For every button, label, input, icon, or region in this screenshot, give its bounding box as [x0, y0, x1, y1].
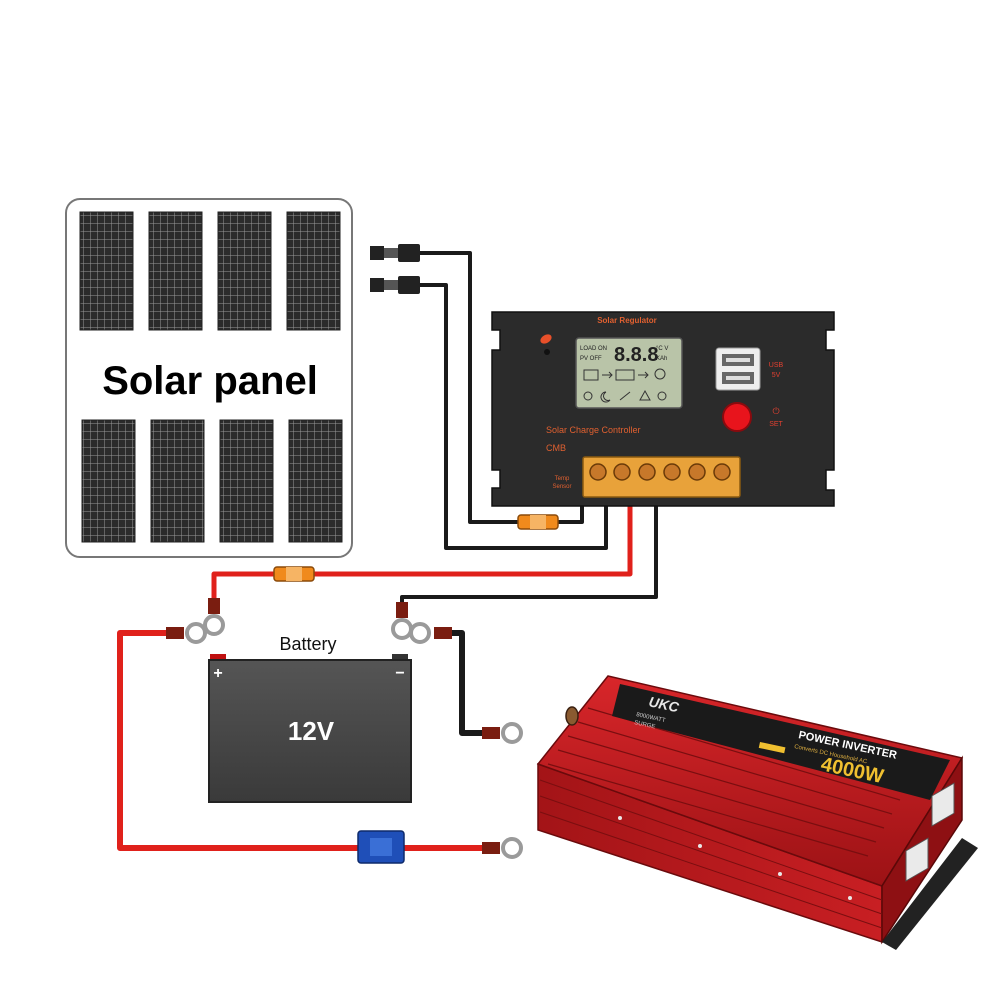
- set-button[interactable]: [722, 402, 752, 432]
- temp-sensor-label-2: Sensor: [552, 484, 571, 490]
- battery-voltage: 12V: [288, 716, 335, 746]
- ring-terminals: [166, 598, 523, 859]
- battery-label: Battery: [279, 634, 336, 654]
- ring-terminal: [482, 722, 523, 744]
- lcd-warning-icon: [639, 389, 651, 401]
- lcd-moon-icon: [600, 391, 611, 403]
- controller-cmb-label: CMB: [546, 443, 566, 453]
- usb-label-2: 5V: [772, 372, 781, 379]
- inline-fuse-pv: [517, 514, 559, 530]
- lcd-bulb-icon: [654, 368, 666, 380]
- pv-wire-2: [418, 283, 608, 550]
- wires: [117, 251, 658, 851]
- battery-negative-post: [392, 654, 408, 662]
- inverter-brand: UKC: [647, 693, 681, 715]
- inverter-watt-line-2: SURGE: [634, 720, 656, 730]
- ring-terminal: [391, 602, 413, 640]
- inverter-outlets: [905, 782, 955, 882]
- fuse-holder-blue: [357, 830, 405, 864]
- solar-panel-frame: [65, 198, 353, 558]
- lcd-wrench-icon: [619, 391, 631, 401]
- battery-positive-post: [210, 654, 226, 662]
- solar-cells-top: [79, 211, 341, 331]
- solar-panel-label: Solar panel: [102, 359, 318, 403]
- ring-terminal: [409, 622, 452, 644]
- mc4-connectors: [370, 244, 420, 294]
- battery-plus-sign: +: [213, 665, 222, 682]
- ring-terminal: [166, 622, 207, 644]
- usb-label-1: USB: [769, 362, 784, 369]
- controller-name: Solar Charge Controller: [546, 425, 641, 435]
- lcd-left-text-2: PV OFF: [580, 356, 602, 362]
- set-label: SET: [769, 421, 783, 428]
- lcd-battery-icon: [615, 369, 635, 381]
- battery-positive-wire-cont: [211, 571, 279, 609]
- lcd-flow-icons: [583, 368, 667, 403]
- solar-cells-bottom: [81, 419, 343, 543]
- solar-panel: Solar panel: [65, 198, 353, 558]
- inverter-knob: [565, 706, 579, 726]
- lcd-sun-icon: [583, 391, 593, 401]
- mc4-connector: [370, 276, 420, 294]
- lcd-arrow-icon: [602, 371, 613, 379]
- battery-positive-wire: [309, 487, 633, 577]
- battery: Battery + − 12V: [208, 634, 412, 803]
- inline-fuse-battery: [273, 566, 315, 582]
- terminal-screw: [713, 463, 731, 481]
- terminal-screws: [589, 463, 731, 481]
- lcd-timer-icon: [657, 391, 667, 401]
- lcd-right-text-2: KAh: [656, 356, 667, 362]
- sensor-hole: [544, 349, 550, 355]
- ac-outlet: [905, 837, 929, 882]
- battery-minus-sign: −: [395, 665, 404, 682]
- terminal-screw: [638, 463, 656, 481]
- ring-terminal: [482, 837, 523, 859]
- inverter-side-fins: [539, 779, 883, 929]
- lcd-digits: 8.8.8: [614, 344, 658, 366]
- status-led: [540, 334, 552, 344]
- inverter-label-panel: [612, 684, 950, 800]
- lcd-arrow-icon: [638, 371, 649, 379]
- ac-outlet: [931, 782, 955, 827]
- lcd-display: LOAD ON PV OFF 8.8.8 °C V KAh: [575, 337, 683, 409]
- inverter-side-screws: [618, 816, 852, 900]
- lcd-left-text-1: LOAD ON: [580, 346, 607, 352]
- power-icon: ⏻: [772, 406, 779, 416]
- lcd-solar-icon: [583, 369, 599, 381]
- terminal-screw: [688, 463, 706, 481]
- usb-ports: [715, 347, 761, 391]
- inverter-positive-wire: [117, 630, 365, 851]
- inverter-indicator: [758, 742, 786, 754]
- charge-controller: Solar Regulator LOAD ON PV OFF 8.8.8 °C …: [491, 311, 835, 507]
- pv-wire-1: [418, 251, 522, 524]
- terminal-block: [582, 456, 741, 498]
- mc4-connector: [370, 244, 420, 262]
- inverter-negative-wire: [445, 630, 487, 736]
- terminal-screw: [663, 463, 681, 481]
- controller-top-label: Solar Regulator: [597, 316, 657, 325]
- temp-sensor-label-1: Temp: [555, 476, 570, 482]
- ring-terminal: [203, 598, 225, 636]
- battery-body: [208, 659, 412, 803]
- terminal-screw: [613, 463, 631, 481]
- terminal-screw: [589, 463, 607, 481]
- inverter-mount-flange: [882, 838, 978, 950]
- lcd-right-text-1: °C V: [656, 346, 668, 352]
- power-inverter: UKC 8000WATT SURGE POWER INVERTER Conver…: [536, 675, 978, 950]
